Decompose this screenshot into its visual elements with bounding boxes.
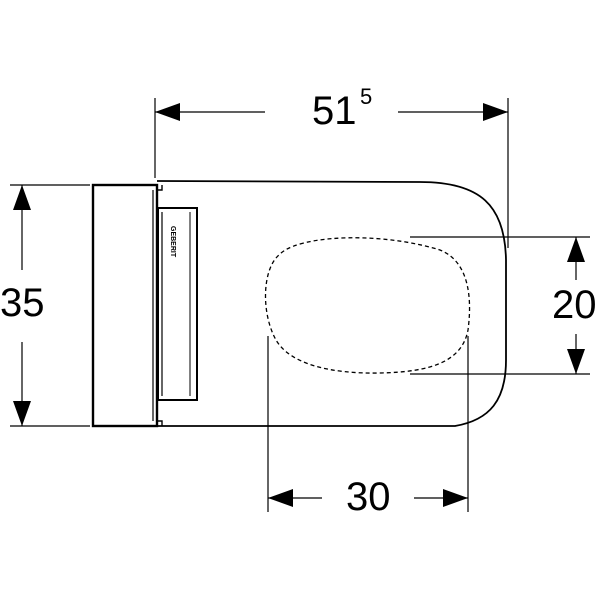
arrowhead-right <box>483 103 508 121</box>
arrowhead-opening-left <box>268 489 293 507</box>
overall-height-value: 35 <box>0 281 45 325</box>
seat-opening-width-value: 20 <box>552 283 597 327</box>
dimension-overall-height <box>10 184 90 427</box>
seat-opening-outline <box>264 237 471 374</box>
arrowhead-top <box>13 185 31 210</box>
arrowhead-left <box>155 103 180 121</box>
overall-length-superscript: 5 <box>360 84 372 109</box>
dimension-seat-opening-width <box>410 236 590 375</box>
seat-opening-length-value: 30 <box>346 475 391 519</box>
bowl-outline <box>156 180 507 427</box>
arrowhead-opening-right <box>443 489 468 507</box>
dimension-seat-opening-length <box>267 336 469 512</box>
rear-mounting-block <box>91 183 159 428</box>
rear-step-bottom <box>157 420 163 426</box>
arrowhead-bottom <box>13 401 31 426</box>
toilet-body <box>91 180 507 428</box>
brand-logo-text: GEBERIT <box>169 226 176 258</box>
arrowhead-opening-top <box>567 237 585 262</box>
brand-logo: GEBERIT <box>169 226 176 258</box>
flush-plate <box>157 207 198 401</box>
overall-length-value: 51 <box>312 89 357 133</box>
rear-step-top <box>157 185 163 191</box>
dimension-overall-length <box>154 98 509 248</box>
arrowhead-opening-bottom <box>567 349 585 374</box>
